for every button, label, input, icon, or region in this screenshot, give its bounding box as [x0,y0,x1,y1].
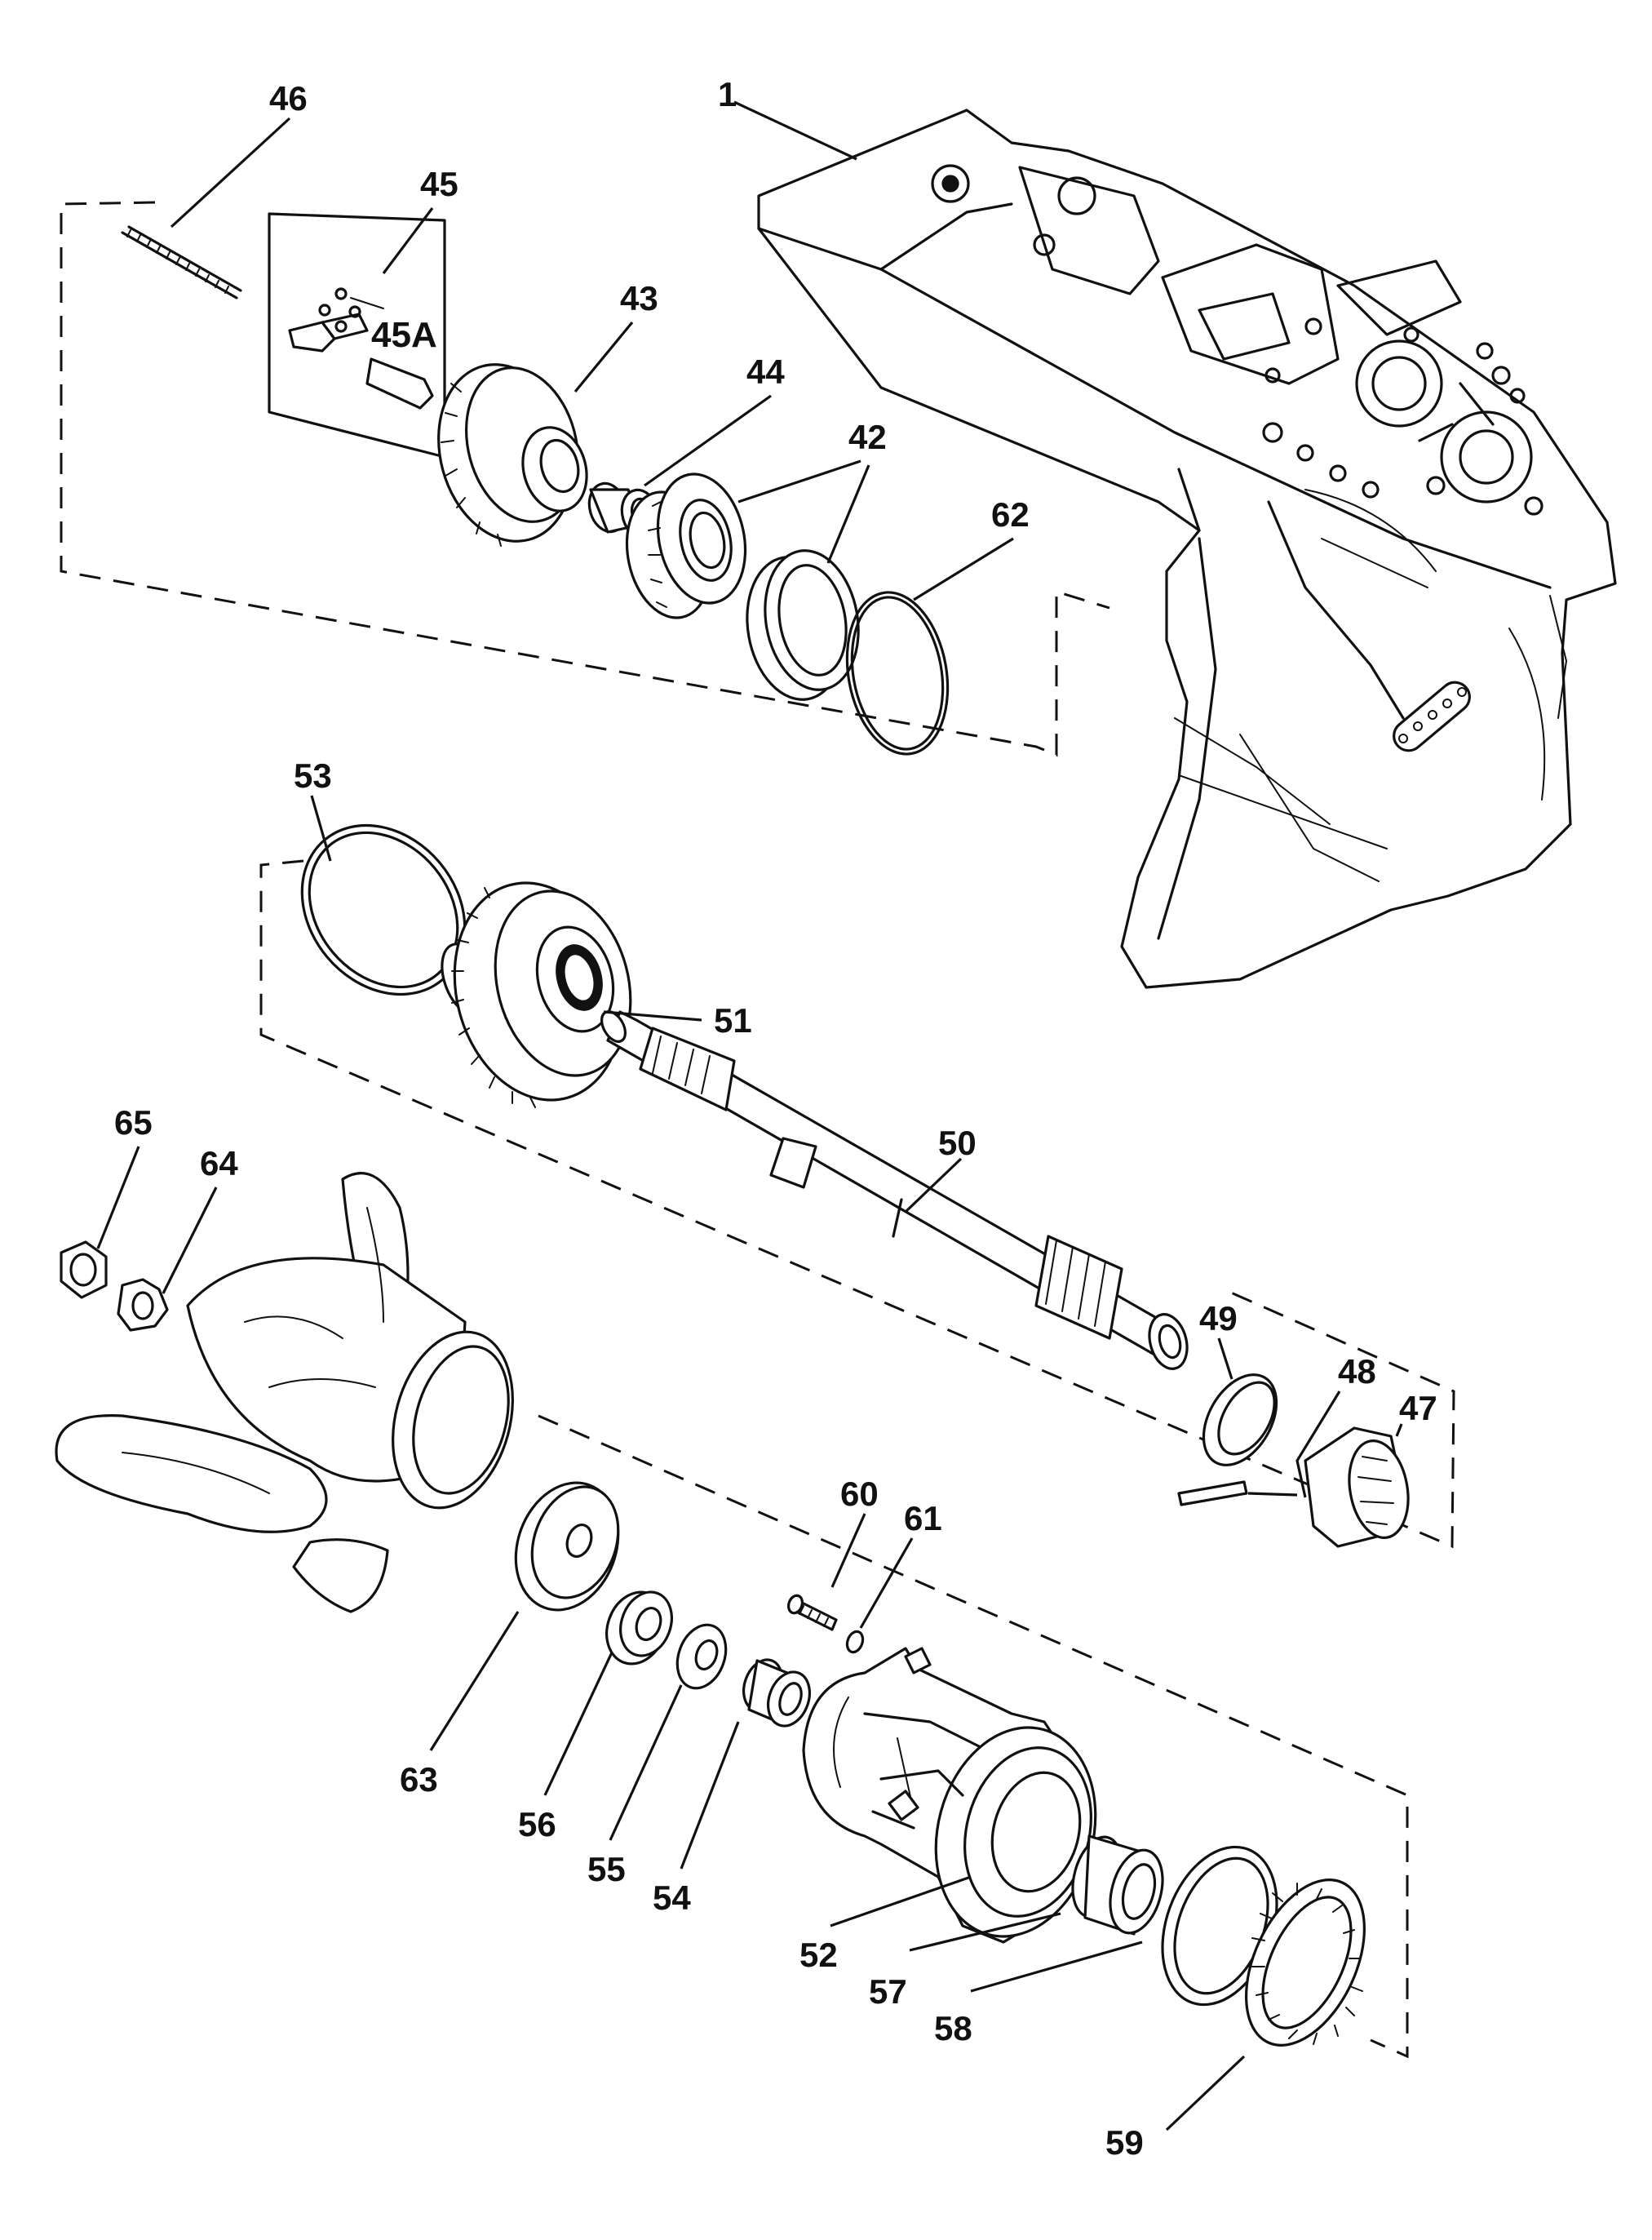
part-52-bearing-carrier [802,1647,1097,1944]
callout-54-label: 54 [653,1878,691,1917]
dashed-group-middle [259,859,1455,1549]
part-51-forward-gear [441,881,632,1108]
part-59-thrust-bearing [1245,1878,1366,2047]
callout-64-label: 64 [200,1144,238,1182]
callout-58-label: 58 [934,2009,972,2047]
callout-65-label: 65 [114,1103,153,1142]
callout-63-label: 63 [400,1760,438,1799]
part-49-bearing-ring [1202,1373,1278,1466]
callout-62-label: 62 [991,495,1030,534]
part-55-washer [675,1623,728,1690]
callout-42-label: 42 [848,418,887,456]
callout-labels: 1 46 45 43 44 42 62 53 51 50 65 64 49 48… [114,75,1437,2162]
callout-56-label: 56 [518,1805,556,1843]
part-61-small-washer [845,1630,865,1654]
part-64-tab-washer [117,1278,169,1332]
propeller [55,1172,514,1613]
callout-49-label: 49 [1199,1299,1238,1337]
part-42-tapered-bearing [625,472,747,619]
part-46-spring [121,225,242,299]
callout-59-label: 59 [1105,2123,1144,2162]
callout-46-label: 46 [269,79,308,118]
part-43-bevel-gear [437,363,588,547]
callout-52-label: 52 [799,1936,838,1974]
part-60-screw [786,1594,838,1631]
callout-48-label: 48 [1338,1352,1376,1391]
callout-44-label: 44 [746,353,785,391]
part-1-gear-housing [757,109,1617,989]
callout-1-label: 1 [718,75,737,113]
callout-43-label: 43 [620,279,658,317]
callout-53-label: 53 [294,756,332,795]
dashed-group-upper [60,201,1110,757]
dashed-group-lower [538,1414,1409,2059]
part-57-bearing [1071,1834,1164,1936]
part-63-thrust-washer [514,1481,620,1612]
part-62-o-ring [845,591,950,756]
callout-47-label: 47 [1399,1389,1437,1427]
callout-45A-label: 45A [371,315,437,355]
callout-57-label: 57 [869,1972,907,2011]
callout-61-label: 61 [904,1499,942,1537]
callout-60-label: 60 [840,1475,879,1513]
callout-51-label: 51 [714,1001,752,1040]
part-65-nut [60,1240,108,1299]
part-42-bearing-race [746,549,860,701]
leader-lines [96,100,1403,2131]
part-50-propeller-shaft [600,1010,1189,1370]
callout-50-label: 50 [938,1124,977,1162]
part-47-clutch [1304,1426,1410,1548]
part-45-inset-card: 45A [268,212,446,459]
part-54-needle-bearing [742,1658,811,1728]
part-56-seal [605,1590,673,1666]
callout-45-label: 45 [420,165,458,203]
callout-55-label: 55 [587,1850,626,1888]
part-48-pin [1177,1480,1248,1506]
